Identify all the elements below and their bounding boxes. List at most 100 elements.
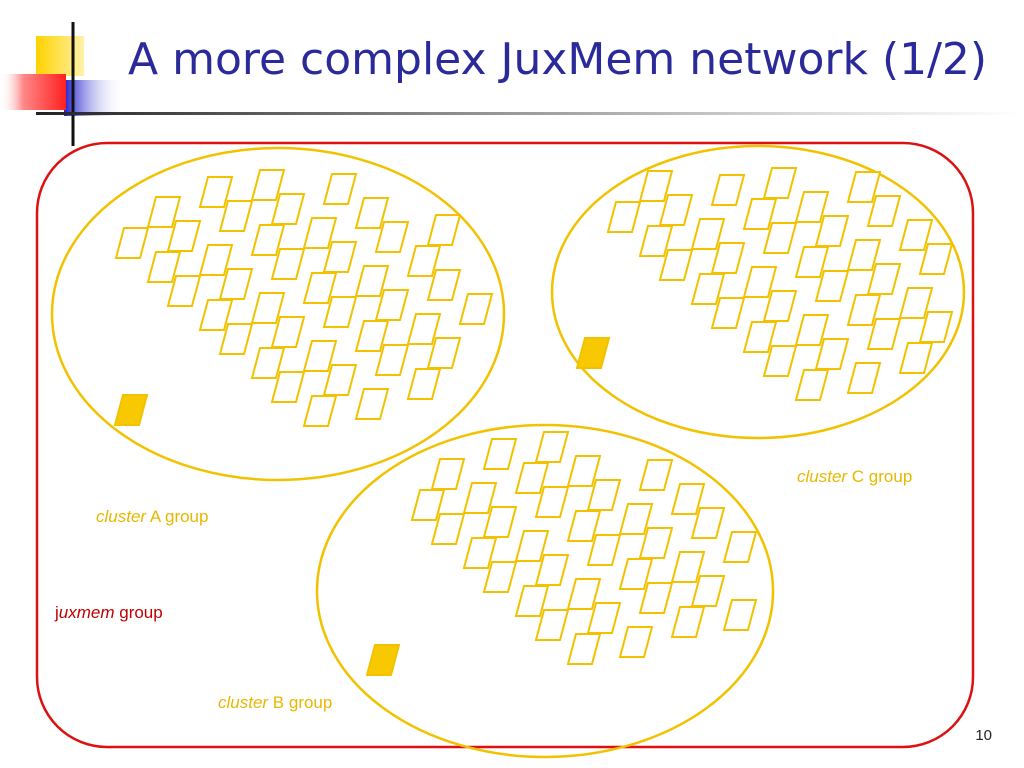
peer-node bbox=[270, 193, 306, 225]
peer-node bbox=[710, 297, 746, 329]
cluster-manager-peer bbox=[575, 337, 611, 369]
peer-node bbox=[566, 633, 602, 665]
peer-node bbox=[898, 287, 934, 319]
peer-node bbox=[898, 342, 934, 374]
cluster-b-boundary bbox=[315, 423, 775, 759]
peer-node bbox=[918, 311, 954, 343]
peer-node bbox=[534, 486, 570, 518]
cluster-a-group bbox=[50, 146, 506, 482]
peer-node bbox=[270, 248, 306, 280]
peer-node bbox=[534, 431, 570, 463]
slide-logo bbox=[0, 22, 124, 146]
peer-node bbox=[322, 364, 358, 396]
cluster-a-label: cluster A group bbox=[96, 507, 209, 526]
cluster-b-group bbox=[315, 423, 775, 759]
peer-node bbox=[586, 534, 622, 566]
peer-node bbox=[426, 214, 462, 246]
page-number: 10 bbox=[975, 727, 992, 744]
peer-node bbox=[814, 338, 850, 370]
peer-node bbox=[866, 263, 902, 295]
peer-node bbox=[638, 459, 674, 491]
peer-node bbox=[866, 318, 902, 350]
cluster-c-boundary bbox=[550, 144, 966, 440]
peer-node bbox=[302, 340, 338, 372]
peer-node bbox=[114, 227, 150, 259]
peer-node bbox=[302, 395, 338, 427]
peer-node bbox=[354, 388, 390, 420]
peer-node bbox=[618, 626, 654, 658]
peer-node bbox=[270, 371, 306, 403]
peer-node bbox=[514, 530, 550, 562]
peer-node bbox=[690, 218, 726, 250]
peer-node bbox=[742, 266, 778, 298]
peer-node bbox=[846, 362, 882, 394]
peer-node bbox=[762, 290, 798, 322]
peer-node bbox=[218, 268, 254, 300]
peer-node bbox=[586, 479, 622, 511]
peer-node bbox=[638, 582, 674, 614]
peer-node bbox=[430, 458, 466, 490]
peer-node bbox=[426, 269, 462, 301]
peer-node bbox=[918, 243, 954, 275]
peer-node bbox=[374, 289, 410, 321]
peer-node bbox=[354, 265, 390, 297]
peer-node bbox=[670, 483, 706, 515]
peer-node bbox=[722, 599, 758, 631]
peer-node bbox=[658, 194, 694, 226]
peer-node bbox=[462, 482, 498, 514]
cluster-c-group bbox=[550, 144, 966, 440]
peer-node bbox=[482, 438, 518, 470]
peer-node bbox=[658, 249, 694, 281]
peer-node bbox=[146, 196, 182, 228]
peer-node bbox=[670, 551, 706, 583]
peer-node bbox=[638, 527, 674, 559]
slide-title: A more complex JuxMem network (1/2) bbox=[128, 34, 988, 85]
peer-node bbox=[218, 200, 254, 232]
peer-node bbox=[198, 244, 234, 276]
peer-node bbox=[250, 292, 286, 324]
peer-node bbox=[794, 369, 830, 401]
cluster-manager-peer bbox=[113, 394, 149, 426]
peer-node bbox=[166, 275, 202, 307]
peer-node bbox=[690, 575, 726, 607]
cluster-b-label: cluster B group bbox=[218, 693, 333, 712]
peer-node bbox=[762, 345, 798, 377]
peer-node bbox=[566, 455, 602, 487]
peer-node bbox=[606, 201, 642, 233]
peer-node bbox=[814, 270, 850, 302]
peer-node bbox=[322, 173, 358, 205]
peer-node bbox=[406, 313, 442, 345]
peer-node bbox=[270, 316, 306, 348]
juxmem-group-label: juxmem group bbox=[55, 603, 163, 622]
peer-node bbox=[534, 609, 570, 641]
juxmem-group-boundary bbox=[35, 141, 975, 749]
peer-node bbox=[482, 561, 518, 593]
peer-node bbox=[406, 368, 442, 400]
peer-node bbox=[638, 170, 674, 202]
peer-node bbox=[670, 606, 706, 638]
peer-node bbox=[794, 191, 830, 223]
peer-node bbox=[322, 241, 358, 273]
peer-node bbox=[458, 293, 494, 325]
peer-node bbox=[534, 554, 570, 586]
peer-node bbox=[250, 169, 286, 201]
peer-node bbox=[374, 344, 410, 376]
peer-node bbox=[586, 602, 622, 634]
peer-node bbox=[814, 215, 850, 247]
peer-node bbox=[794, 314, 830, 346]
peer-node bbox=[218, 323, 254, 355]
peer-node bbox=[374, 221, 410, 253]
peer-node bbox=[430, 513, 466, 545]
peer-node bbox=[198, 176, 234, 208]
peer-node bbox=[710, 174, 746, 206]
peer-node bbox=[846, 171, 882, 203]
peer-node bbox=[762, 167, 798, 199]
peer-node bbox=[166, 220, 202, 252]
peer-node bbox=[898, 219, 934, 251]
peer-node bbox=[722, 531, 758, 563]
cluster-manager-peer bbox=[365, 644, 401, 676]
peer-node bbox=[866, 195, 902, 227]
peer-node bbox=[322, 296, 358, 328]
peer-node bbox=[566, 578, 602, 610]
